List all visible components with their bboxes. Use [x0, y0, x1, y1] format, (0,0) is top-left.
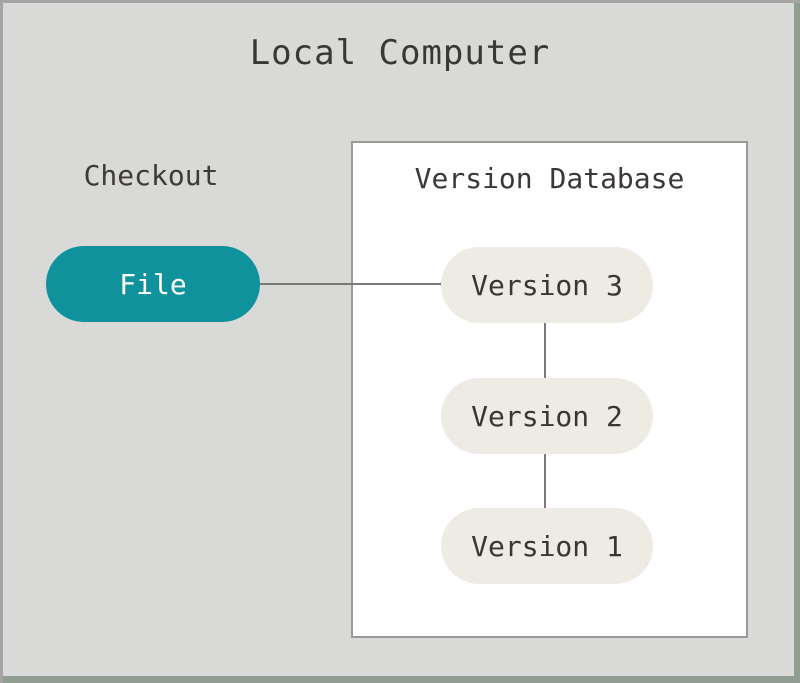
version1-node: Version 1 [441, 508, 653, 584]
version2-node: Version 2 [441, 378, 653, 454]
connector-version2-to-version1 [544, 453, 546, 509]
connector-file-to-version3 [259, 283, 443, 285]
diagram-title: Local Computer [249, 33, 551, 73]
version-database-title: Version Database [414, 162, 685, 195]
connector-version3-to-version2 [544, 322, 546, 379]
file-node: File [46, 246, 260, 322]
version3-node: Version 3 [441, 247, 653, 323]
checkout-label: Checkout [83, 159, 219, 192]
